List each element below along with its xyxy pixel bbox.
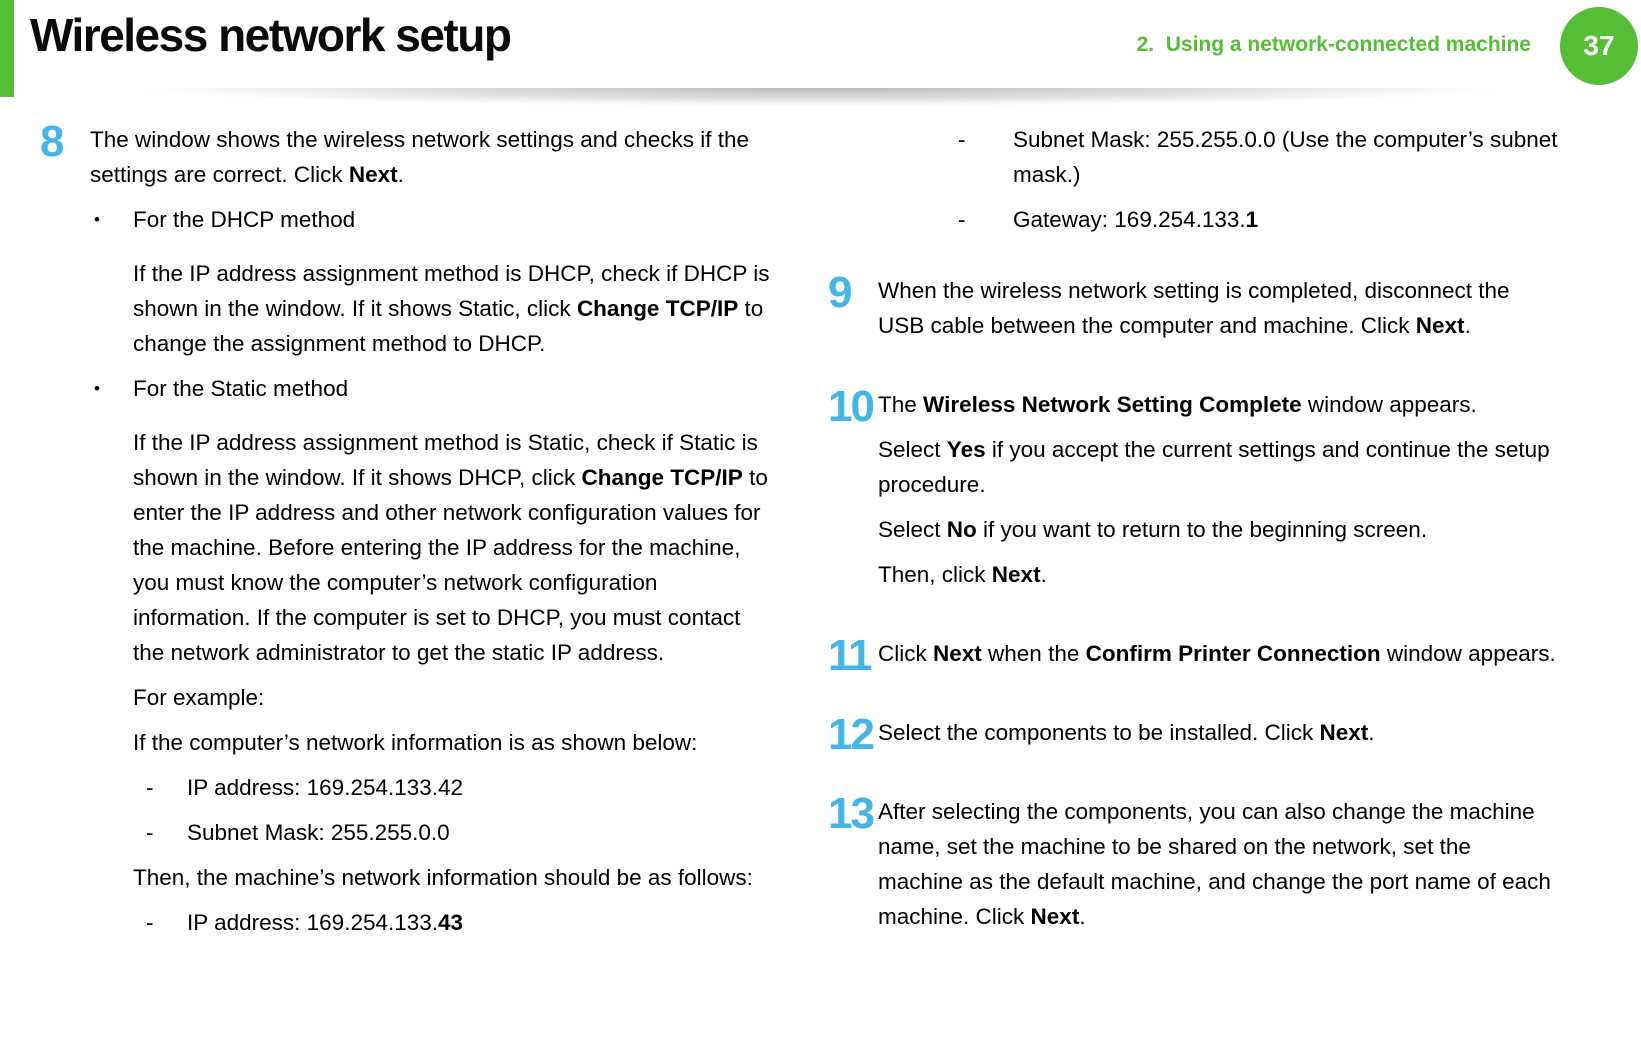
bullet-label: For the Static method	[133, 376, 349, 401]
step-body: The Wireless Network Setting Complete wi…	[878, 387, 1561, 602]
page-content: 8 The window shows the wireless network …	[0, 90, 1641, 984]
step-body: When the wireless network setting is com…	[878, 273, 1561, 353]
paragraph: If the computer’s network information is…	[133, 730, 698, 755]
step-body: Select the components to be installed. C…	[878, 715, 1561, 760]
page-number: 37	[1583, 30, 1615, 61]
step-body: Click Next when the Confirm Printer Conn…	[878, 636, 1561, 681]
paragraph: Select the components to be installed. C…	[878, 720, 1375, 745]
list-item: - Gateway: 169.254.133.1	[958, 202, 1561, 237]
bullet-label: For the DHCP method	[133, 207, 356, 232]
list-item: - Subnet Mask: 255.255.0.0 (Use the comp…	[958, 122, 1561, 192]
list-item-text: Gateway: 169.254.133.1	[1013, 207, 1259, 232]
list-item-text: IP address: 169.254.133.42	[187, 775, 464, 800]
page-title: Wireless network setup	[30, 9, 512, 61]
bullet-icon: •	[94, 379, 100, 398]
green-accent-bar	[0, 0, 14, 97]
paragraph: The window shows the wireless network se…	[90, 127, 750, 187]
paragraph: After selecting the components, you can …	[878, 799, 1551, 929]
bullet-icon: •	[94, 210, 100, 229]
step-number: 9	[828, 268, 852, 317]
dash-icon: -	[958, 207, 966, 232]
page-number-badge: 37	[1560, 7, 1638, 85]
dash-icon: -	[146, 910, 154, 935]
paragraph: Then, the machine’s network information …	[133, 865, 753, 890]
list-item: - IP address: 169.254.133.43	[146, 905, 771, 940]
step-number: 10	[828, 382, 875, 431]
list-item-text: Subnet Mask: 255.255.0.0 (Use the comput…	[1013, 127, 1558, 187]
step-10: 10 The Wireless Network Setting Complete…	[828, 382, 1561, 602]
paragraph: When the wireless network setting is com…	[878, 278, 1510, 338]
left-column: 8 The window shows the wireless network …	[40, 117, 771, 984]
step-body: After selecting the components, you can …	[878, 794, 1561, 944]
paragraph: Select No if you want to return to the b…	[878, 517, 1428, 542]
list-item-text: IP address: 169.254.133.43	[187, 910, 464, 935]
paragraph: Then, click Next.	[878, 562, 1047, 587]
step-11: 11 Click Next when the Confirm Printer C…	[828, 631, 1561, 681]
dash-icon: -	[958, 127, 966, 152]
list-item: - Subnet Mask: 255.255.0.0	[146, 815, 771, 850]
list-item: • For the Static method	[90, 371, 771, 416]
right-column: - Subnet Mask: 255.255.0.0 (Use the comp…	[828, 122, 1561, 984]
dash-icon: -	[146, 775, 154, 800]
paragraph: For example:	[133, 685, 265, 710]
paragraph: Select Yes if you accept the current set…	[878, 437, 1550, 497]
chapter-label: 2. Using a network-connected machine	[1136, 33, 1531, 56]
list-item: - IP address: 169.254.133.42	[146, 770, 771, 805]
step-12: 12 Select the components to be installed…	[828, 710, 1561, 760]
step-number: 13	[828, 789, 875, 838]
step-9: 9 When the wireless network setting is c…	[828, 268, 1561, 353]
step-body: The window shows the wireless network se…	[90, 122, 771, 950]
paragraph: If the IP address assignment method is D…	[133, 261, 770, 356]
paragraph: Click Next when the Confirm Printer Conn…	[878, 641, 1556, 666]
list-item: • For the DHCP method	[90, 202, 771, 247]
dash-icon: -	[146, 820, 154, 845]
list-item-text: Subnet Mask: 255.255.0.0	[187, 820, 450, 845]
step-number: 11	[828, 631, 873, 680]
step-8-continued: - Subnet Mask: 255.255.0.0 (Use the comp…	[828, 122, 1561, 237]
page-header: Wireless network setup 2. Using a networ…	[0, 0, 1641, 112]
step-13: 13 After selecting the components, you c…	[828, 789, 1561, 944]
step-8: 8 The window shows the wireless network …	[40, 117, 771, 950]
paragraph: The Wireless Network Setting Complete wi…	[878, 392, 1477, 417]
step-number: 8	[40, 117, 64, 166]
paragraph: If the IP address assignment method is S…	[133, 430, 768, 665]
step-number: 12	[828, 710, 875, 759]
